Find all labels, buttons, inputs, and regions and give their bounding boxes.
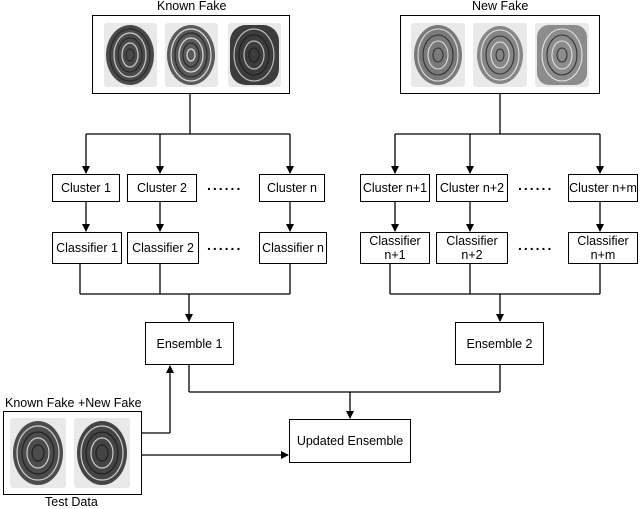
cluster-box: Cluster 2 [127,174,197,202]
classifier-box: Classifier n+m [568,232,638,264]
fingerprint-icon [104,23,157,87]
classifier-box: Classifier 2 [127,232,199,264]
test-data-caption: Test Data [45,495,98,509]
classifier-box: Classifier n+2 [436,232,508,264]
cluster-box: Cluster n+1 [360,174,430,202]
new-fake-title: New Fake [472,0,529,13]
ellipsis-dots: ...... [207,177,243,193]
ellipsis-dots: ...... [518,237,554,253]
fingerprint-icon [74,418,130,488]
fingerprint-icon [10,418,66,488]
cluster-box: Cluster n [259,174,325,202]
cluster-box: Cluster 1 [52,174,120,202]
known-fake-images-frame [92,15,290,94]
ellipsis-dots: ...... [207,237,243,253]
classifier-box: Classifier 1 [52,232,122,264]
ensemble-2-box: Ensemble 2 [455,322,544,365]
ellipsis-dots: ...... [518,177,554,193]
cluster-box: Cluster n+m [568,174,638,202]
new-fake-images-frame [400,15,600,94]
fingerprint-icon [535,23,589,87]
classifier-box: Classifier n [259,232,327,264]
updated-ensemble-box: Updated Ensemble [289,419,411,463]
fingerprint-icon [411,23,465,87]
test-data-title: Known Fake +New Fake [5,396,142,410]
cluster-box: Cluster n+2 [436,174,508,202]
known-fake-title: Known Fake [157,0,227,13]
fingerprint-icon [473,23,527,87]
test-data-images-frame [3,411,142,495]
ensemble-1-box: Ensemble 1 [145,322,234,365]
fingerprint-icon [228,23,281,87]
classifier-box: Classifier n+1 [360,232,430,264]
fingerprint-icon [165,23,218,87]
